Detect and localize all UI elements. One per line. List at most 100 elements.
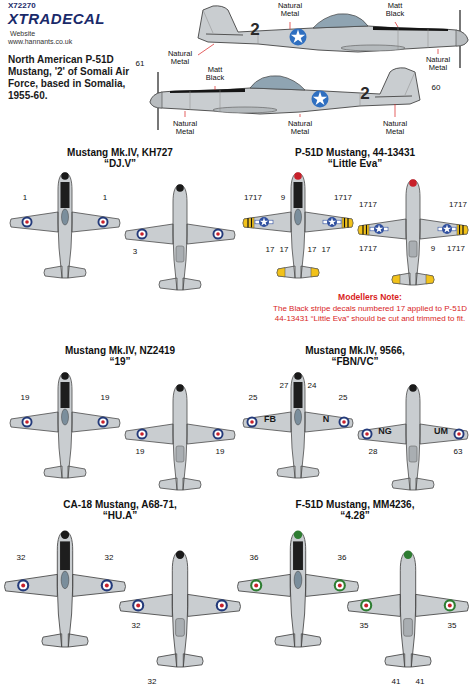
roundel: [250, 579, 262, 591]
airframe: [358, 385, 468, 490]
roundel: [252, 581, 260, 589]
insignia-star: [443, 225, 451, 233]
roundel: [365, 432, 369, 436]
finish-label: Natural Metal: [283, 120, 317, 136]
roundel: [98, 417, 109, 428]
roundel: [360, 599, 372, 611]
airframe: [348, 552, 469, 668]
plan-view: [358, 384, 468, 490]
website-text: www.hannants.co.uk: [8, 38, 72, 46]
roundel: [454, 429, 465, 440]
airframe: [358, 180, 468, 285]
finish-label: Natural Metal: [168, 120, 202, 136]
callout-number: 61: [136, 60, 145, 69]
airframe: [243, 173, 353, 278]
roundel: [213, 429, 224, 440]
black-stripe: [459, 225, 460, 234]
spinner: [176, 551, 184, 559]
canopy: [62, 409, 69, 425]
plan-view: [243, 172, 353, 278]
code-letters: NG: [378, 427, 392, 437]
airframe: [10, 373, 120, 478]
callout-number: 9: [431, 245, 435, 254]
roundel: [218, 601, 226, 609]
roundel: [362, 601, 370, 609]
callout-number: 3: [133, 248, 137, 257]
roundel: [22, 417, 33, 428]
black-stripe: [251, 218, 252, 227]
airframe: [125, 185, 235, 290]
tail-band: [392, 275, 400, 284]
roundel: [98, 217, 109, 228]
spinner: [294, 531, 302, 539]
plan-view: [125, 184, 235, 290]
airframe: [243, 373, 353, 478]
airframe: [10, 173, 120, 278]
airframe: [4, 532, 125, 648]
black-stripe: [347, 218, 348, 227]
code-letters: N: [323, 415, 330, 425]
roundel: [23, 218, 30, 225]
scheme-caption: P-51D Mustang, 44-13431 “Little Eva”: [290, 147, 420, 169]
callout-number: 19: [101, 394, 110, 403]
note-text: The Black stripe decals numbered 17 appl…: [270, 304, 470, 323]
roundel: [247, 417, 258, 428]
callout-number: 24: [308, 382, 317, 391]
roundel: [340, 418, 347, 425]
callout-number: 17: [322, 246, 331, 255]
callout-number: 9: [281, 194, 285, 203]
roundel: [362, 429, 373, 440]
canopy: [295, 209, 302, 225]
callout-number: 60: [432, 84, 441, 93]
roundel: [137, 429, 148, 440]
finish-label: Matt Black: [198, 66, 232, 82]
roundel: [132, 599, 144, 611]
anti-glare-panel: [294, 182, 303, 208]
callout-number: 17: [308, 246, 317, 255]
roundel: [140, 232, 144, 236]
note-heading: Modellers Note:: [338, 293, 402, 302]
code-letters: FB: [264, 415, 276, 425]
spinner: [61, 372, 69, 380]
roundel: [25, 420, 29, 424]
belly-scoop: [404, 619, 413, 637]
roundel: [17, 579, 29, 591]
callout-number: 27: [280, 382, 289, 391]
canopy: [295, 409, 302, 425]
callout-number: 35: [448, 622, 457, 631]
callout-number: 1717: [447, 245, 465, 254]
roundel: [21, 583, 25, 587]
belly-scoop: [176, 246, 184, 262]
scheme-caption: F-51D Mustang, MM4236, “4.28”: [290, 499, 420, 521]
roundel: [23, 418, 30, 425]
roundel: [214, 230, 221, 237]
belly-scoop: [409, 241, 417, 257]
roundel: [138, 430, 145, 437]
wingtip-band: [342, 217, 353, 228]
callout-number: 32: [17, 554, 26, 563]
roundel: [248, 418, 255, 425]
roundel: [101, 420, 105, 424]
roundel: [99, 218, 106, 225]
insignia-disc: [327, 217, 337, 227]
callout-number: 36: [338, 554, 347, 563]
plan-view: [125, 384, 235, 490]
callout-number: 25: [339, 394, 348, 403]
roundel: [216, 232, 220, 236]
roundel: [363, 430, 370, 437]
finish-label: Natural Metal: [163, 50, 197, 66]
callout-number: 1: [103, 194, 107, 203]
airframe: [120, 552, 241, 668]
roundel: [457, 432, 461, 436]
tail-band: [311, 268, 319, 277]
roundel: [254, 583, 258, 587]
insignia-star: [260, 218, 268, 226]
insignia-disc: [442, 224, 452, 234]
roundel: [138, 230, 145, 237]
airframe: [238, 532, 359, 648]
spinner: [409, 384, 417, 392]
roundel: [338, 583, 342, 587]
roundel: [448, 603, 452, 607]
callout-number: 32: [132, 622, 141, 631]
callout-number: 1717: [244, 194, 262, 203]
